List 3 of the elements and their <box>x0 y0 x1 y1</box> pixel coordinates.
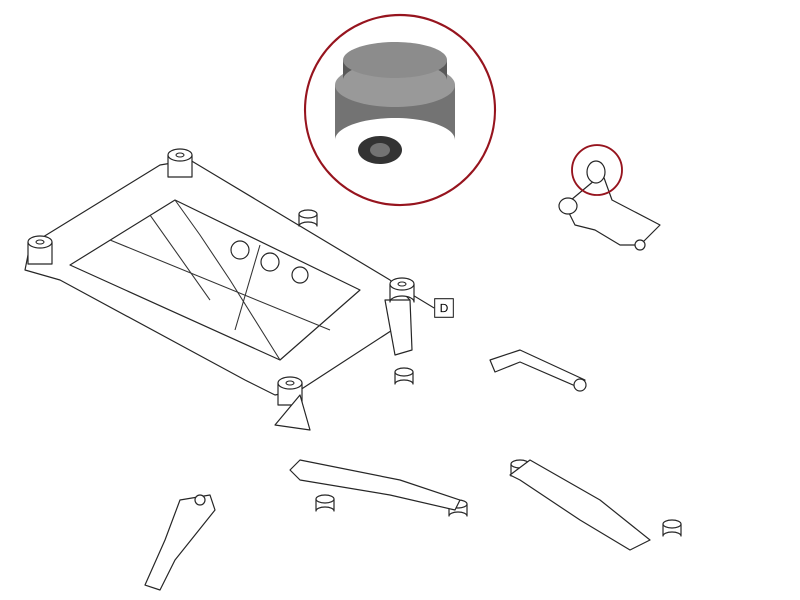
leader-line <box>414 296 434 308</box>
mount-bushing <box>389 277 415 303</box>
label-box: D <box>434 298 454 318</box>
